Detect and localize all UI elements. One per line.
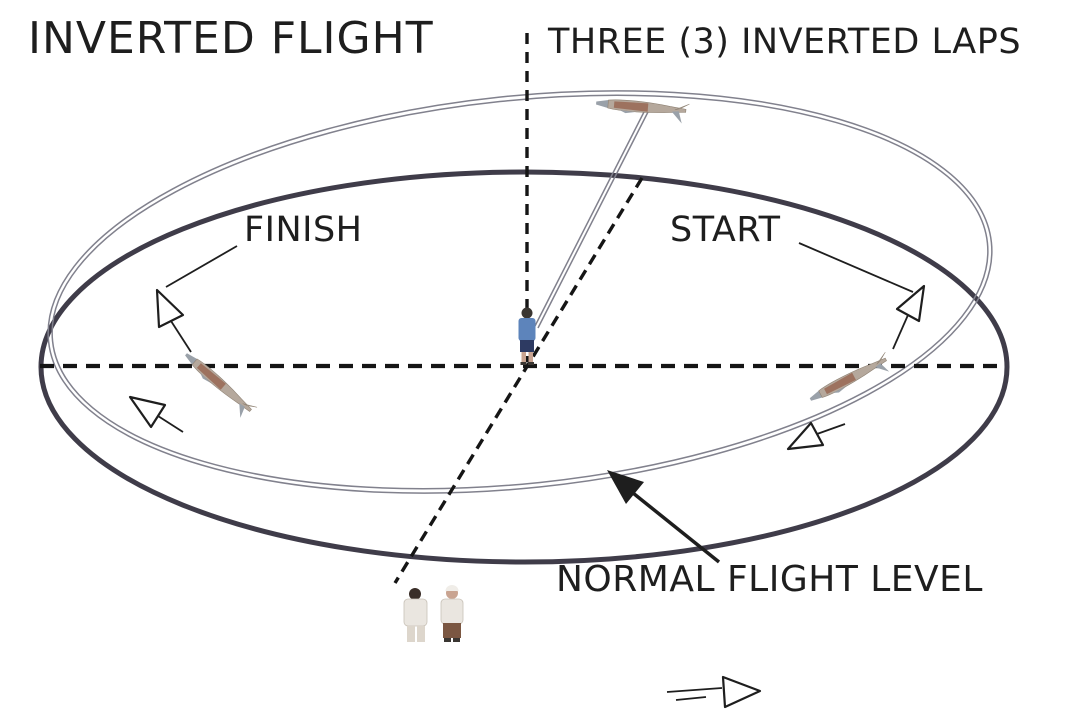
lap-count-note: THREE (3) INVERTED LAPS <box>548 22 1022 62</box>
finish-arrow-icon <box>155 288 192 353</box>
start-arrow-icon <box>892 284 926 350</box>
lap-direction-arrow-icon <box>666 675 762 709</box>
airplane-top-icon <box>594 95 690 125</box>
normal-flight-level-label: NORMAL FLIGHT LEVEL <box>556 559 983 600</box>
page-title: INVERTED FLIGHT <box>28 13 434 64</box>
airplane-left-icon <box>177 348 258 423</box>
finish-label: FINISH <box>244 210 363 250</box>
diagonal-dashed-axis <box>393 177 644 584</box>
airplane-right-icon <box>806 351 895 411</box>
control-lines <box>534 109 649 329</box>
inverted-flight-path <box>47 90 993 494</box>
normal-flight-level-pointer-icon <box>607 470 721 564</box>
start-leader-line <box>798 242 914 293</box>
spectators-figures <box>403 585 464 642</box>
start-label: START <box>670 210 781 250</box>
pilot-figure <box>518 307 536 365</box>
path-arrow-left-icon <box>128 395 184 433</box>
path-arrow-right-icon <box>786 421 846 451</box>
finish-leader-line <box>165 245 238 288</box>
